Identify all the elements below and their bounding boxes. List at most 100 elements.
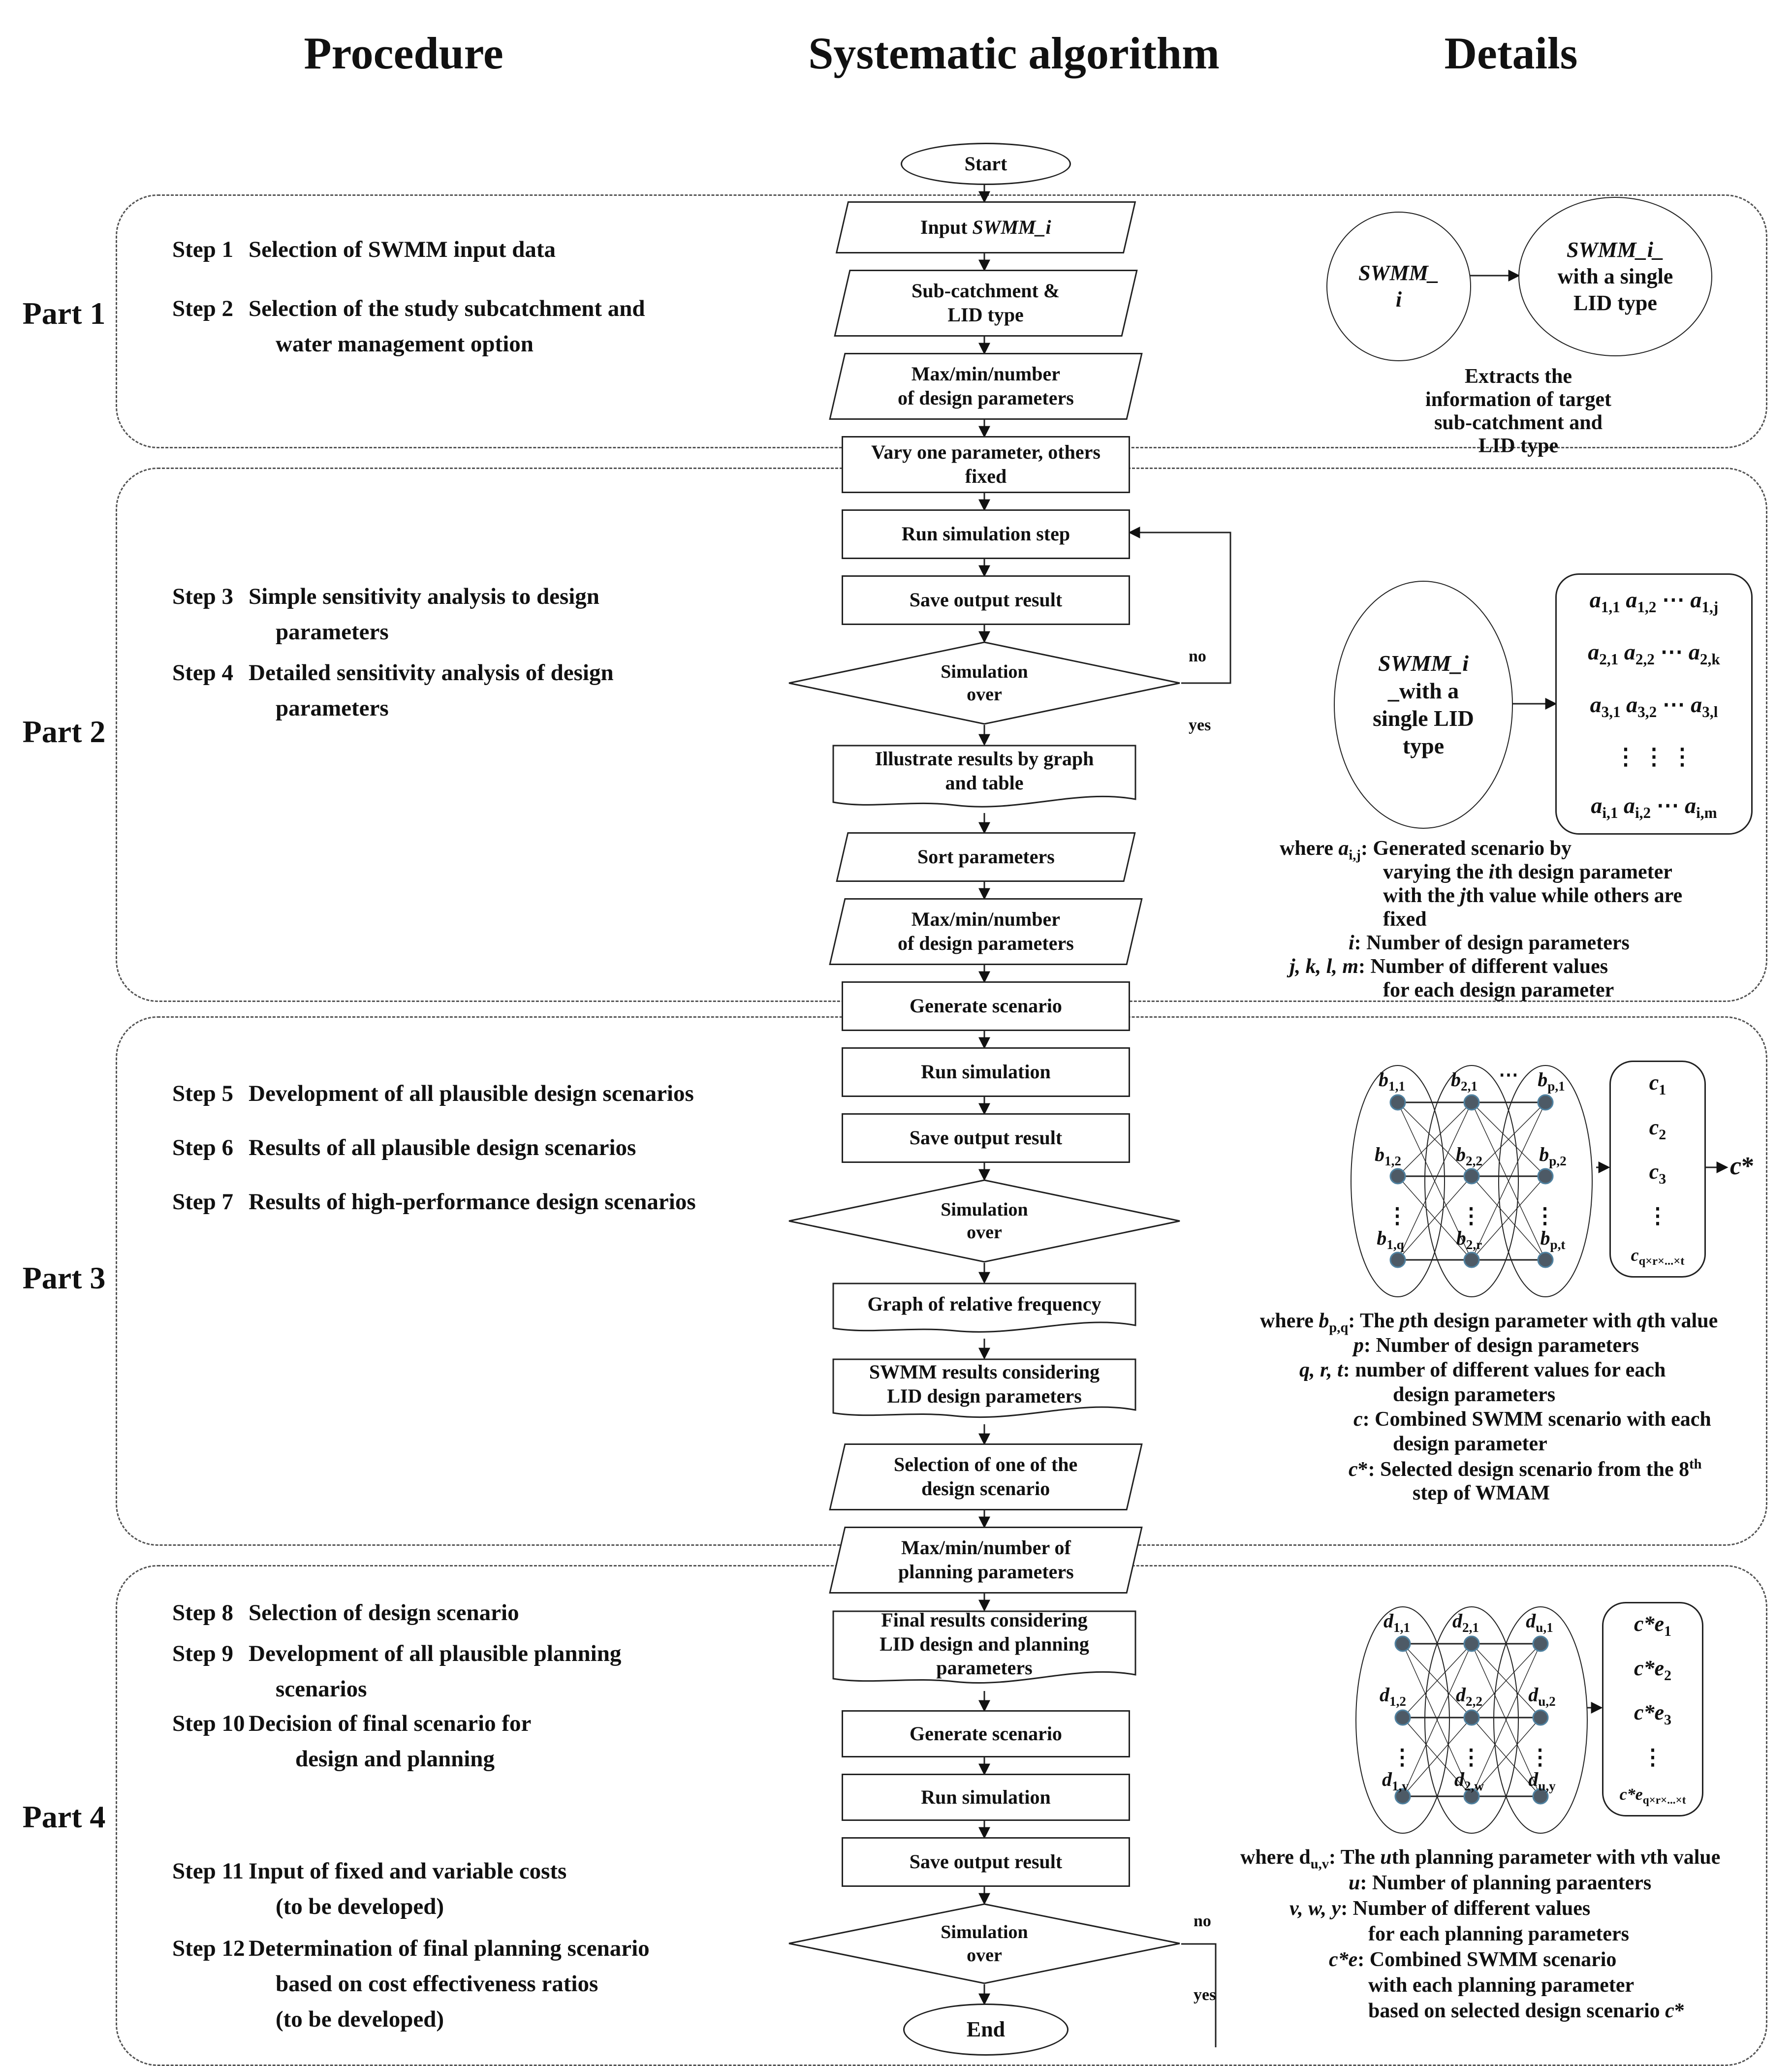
p3-node-label: b1,2: [1375, 1143, 1401, 1168]
p2-note-line: fixed: [1383, 908, 1427, 931]
detail-p2-scenario-matrix: a1,1 a1,2 ⋯ a1,j a2,1 a2,2 ⋯ a2,k a3,1 a…: [1555, 573, 1753, 835]
step-3-line2: parameters: [276, 619, 389, 645]
flow-run-simulation-step-process: Run simulation step: [842, 509, 1130, 559]
p4-note-line: for each planning parameters: [1368, 1923, 1630, 1945]
flow-simulation-over-text-1: Simulation over: [941, 661, 1028, 705]
part2-label: Part 2: [22, 714, 106, 749]
cbox-row: c2: [1649, 1115, 1666, 1143]
p4-vdots: ⋮: [1391, 1745, 1414, 1769]
p3-cstar: c*: [1730, 1152, 1755, 1180]
flow-illustrate-doc: [832, 745, 1136, 808]
cbox-row: c3: [1649, 1159, 1666, 1187]
flow-final-results-doc: [832, 1610, 1136, 1684]
p3-node-label: bp,2: [1539, 1143, 1567, 1168]
p4-vdots: ⋮: [1529, 1745, 1552, 1769]
header-procedure: Procedure: [304, 28, 503, 78]
flow-subcatchment-lid-io: Sub-catchment & LID type: [834, 270, 1138, 337]
p4-node-label: d1,2: [1380, 1684, 1406, 1709]
flow-save-output-process-2: Save output result: [842, 1113, 1130, 1163]
p4-note-line: u: Number of planning paraenters: [1349, 1872, 1652, 1894]
flow-vary-parameter-process: Vary one parameter, others fixed: [842, 436, 1130, 493]
p3-node-label: b2,1: [1451, 1068, 1478, 1094]
flow-graph-frequency-text: Graph of relative frequency: [867, 1292, 1101, 1315]
part4-label: Part 4: [22, 1799, 106, 1834]
p4-note-line: c*e: Combined SWMM scenario: [1329, 1948, 1617, 1971]
flow-sort-parameters-io: Sort parameters: [836, 832, 1136, 882]
flow-simulation-over-text-3: Simulation over: [941, 1922, 1028, 1966]
cbox-row: c*eq×r×...×t: [1619, 1785, 1686, 1807]
flow-run-simulation-process-2: Run simulation: [842, 1774, 1130, 1821]
flow-swmm-results-text: SWMM results considering LID design para…: [869, 1361, 1100, 1407]
p4-node-label: d2,1: [1452, 1610, 1479, 1635]
matrix-row: ai,1 ai,2 ⋯ ai,m: [1591, 793, 1717, 822]
p4-note-line: with each planning parameter: [1368, 1974, 1635, 1997]
flow-input-swmm-io: Input SWMM_i: [835, 201, 1136, 253]
flow-maxmin-design-io-1: Max/min/number of design parameters: [829, 353, 1143, 420]
p4-note-line: based on selected design scenario c*: [1368, 2000, 1685, 2022]
flow-maxmin-planning-io: Max/min/number of planning parameters: [829, 1527, 1143, 1594]
detail-p1-swmm-ellipse: SWMM_i: [1326, 212, 1471, 361]
matrix-row: a1,1 a1,2 ⋯ a1,j: [1589, 587, 1719, 616]
header-details: Details: [1444, 28, 1578, 78]
step-2-line2: water management option: [276, 331, 534, 357]
cbox-row: c*e3: [1634, 1700, 1671, 1728]
p2-note-line: j, k, l, m: Number of different values: [1289, 955, 1608, 978]
p3-note-line: where bp,q: The pth design parameter wit…: [1260, 1310, 1718, 1336]
p4-node-label: d2,w: [1454, 1768, 1484, 1793]
header-systematic-algorithm: Systematic algorithm: [808, 28, 1220, 78]
flow-simulation-over-decision-2: [788, 1179, 1180, 1263]
step-12-line2: based on cost effectiveness ratios: [276, 1971, 598, 1997]
p3-note-line: c: Combined SWMM scenario with each: [1353, 1408, 1711, 1431]
p4-node-label: du,y: [1528, 1768, 1556, 1793]
decision1-no-label: no: [1189, 647, 1206, 665]
flow-end-terminator: End: [903, 2003, 1069, 2056]
p4-note-line: where du,v: The uth planning parameter w…: [1240, 1846, 1721, 1872]
flow-selection-design-io: Selection of one of the design scenario: [829, 1443, 1143, 1510]
flow-maxmin-design-io-2: Max/min/number of design parameters: [829, 898, 1143, 965]
decision3-no-label: no: [1194, 1912, 1211, 1930]
decision3-yes-label: yes: [1194, 1986, 1216, 2004]
matrix-row: a2,1 a2,2 ⋯ a2,k: [1588, 639, 1720, 668]
p4-node-label: du,2: [1528, 1684, 1556, 1709]
p4-vdots: ⋮: [1460, 1745, 1483, 1769]
step-9-line2: scenarios: [276, 1676, 367, 1702]
flow-illustrate-text: Illustrate results by graph and table: [875, 748, 1094, 794]
flow-start-terminator: Start: [901, 143, 1071, 185]
p4-node-label: d1,v: [1382, 1768, 1409, 1793]
cbox-row: c*e2: [1634, 1656, 1671, 1684]
p4-node-label: d2,2: [1456, 1684, 1482, 1709]
cbox-row: c1: [1649, 1070, 1666, 1098]
flow-swmm-results-doc: [832, 1358, 1136, 1418]
p4-note-line: v, w, y: Number of different values: [1289, 1897, 1591, 1920]
matrix-row: a3,1 a3,2 ⋯ a3,l: [1590, 691, 1718, 720]
step-4-line2: parameters: [276, 695, 389, 721]
p3-note-line: p: Number of design parameters: [1353, 1334, 1639, 1357]
p3-note-line: c*: Selected design scenario from the 8t…: [1349, 1457, 1702, 1481]
cbox-row: ⋮: [1647, 1204, 1668, 1228]
detail-p4-combined-box: c*e1 c*e2 c*e3 ⋮ c*eq×r×...×t: [1602, 1602, 1703, 1816]
step-10-line2: design and planning: [295, 1746, 495, 1772]
part3-label: Part 3: [22, 1260, 106, 1295]
detail-p3-combined-box: c1 c2 c3 ⋮ cq×r×...×t: [1609, 1061, 1706, 1278]
p3-vdots: ⋮: [1386, 1204, 1409, 1228]
p2-note-line: i: Number of design parameters: [1349, 932, 1630, 954]
p3-hdots: ⋯: [1499, 1064, 1518, 1086]
flow-simulation-over-text-2: Simulation over: [941, 1199, 1028, 1243]
flow-generate-scenario-process-1: Generate scenario: [842, 981, 1130, 1031]
p3-note-line: design parameter: [1393, 1433, 1547, 1455]
flow-save-output-process-3: Save output result: [842, 1837, 1130, 1887]
